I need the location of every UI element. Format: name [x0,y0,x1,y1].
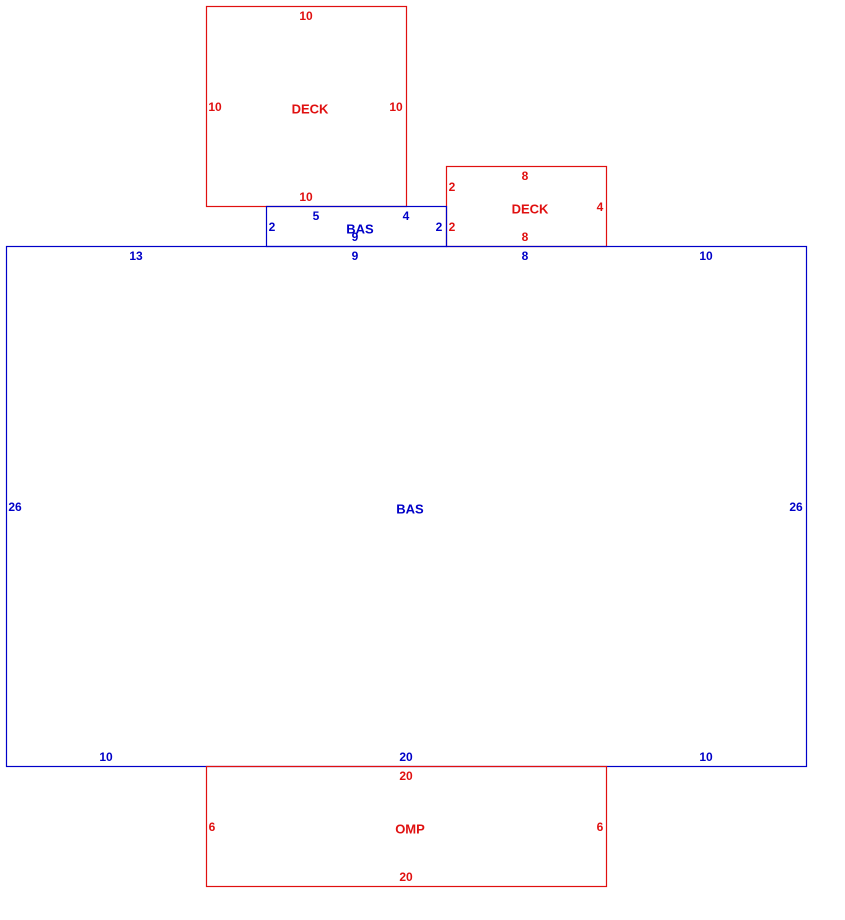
deck-small-label: DECK [512,201,549,216]
deck-small-dim-bottom: 8 [522,230,529,244]
omp-outline [205,765,608,888]
deck-small-dim-left-lower: 2 [449,220,456,234]
bas-main-dim-top-right: 10 [699,249,713,263]
bas-main-dim-top-right-mid: 8 [522,249,529,263]
omp-dim-right: 6 [597,820,604,834]
bas-main-dim-right: 26 [789,500,803,514]
deck-large-dim-bottom: 10 [299,190,313,204]
bas-entry-label: BAS [346,221,374,236]
deck-small-dim-left: 2 [449,180,456,194]
bas-main-dim-bottom-right: 10 [699,750,713,764]
deck-small-dim-top: 8 [522,169,529,183]
bas-entry-dim-right: 2 [436,220,443,234]
deck-small-dim-right: 4 [597,200,604,214]
bas-entry-dim-bottom: 9 [352,230,359,244]
deck-large-dim-left: 10 [208,100,222,114]
bas-main-dim-left: 26 [8,500,22,514]
deck-large-dim-top: 10 [299,9,313,23]
bas-main-dim-top-mid: 9 [352,249,359,263]
bas-main-label: BAS [396,501,424,516]
bas-main-dim-bottom-left: 10 [99,750,113,764]
bas-entry-dim-top: 5 [313,209,320,223]
omp-dim-bottom: 20 [399,870,413,884]
omp-label: OMP [395,821,425,836]
bas-entry-dim-top-right: 4 [403,209,410,223]
omp-dim-left: 6 [209,820,216,834]
omp-dim-top: 20 [399,769,413,783]
deck-large-dim-right: 10 [389,100,403,114]
bas-entry-dim-left: 2 [269,220,276,234]
bas-main-dim-bottom-mid: 20 [399,750,413,764]
deck-large-label: DECK [292,101,329,116]
bas-main-dim-top-left: 13 [129,249,143,263]
